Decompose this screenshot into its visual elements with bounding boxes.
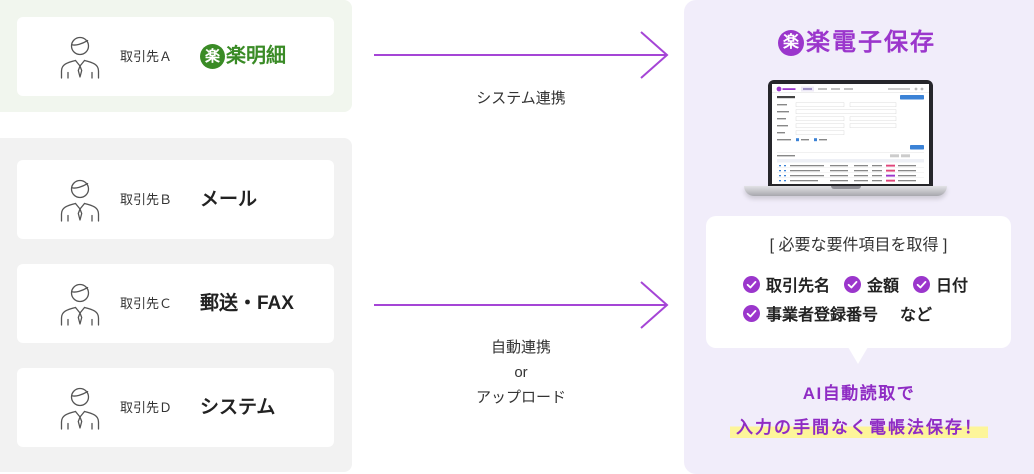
tagline-highlighted-text: 入力の手間なく電帳法保存！: [730, 418, 988, 438]
channel-label: システム: [200, 397, 276, 418]
partner-label: 取引先Ａ: [120, 49, 173, 64]
requirement-label: 金額: [867, 278, 900, 295]
screen-search-form: [777, 102, 924, 153]
requirement-label: 取引先名: [766, 278, 831, 295]
flow-label-line: or: [514, 364, 528, 381]
flow-label-line: 自動連携: [490, 339, 551, 356]
requirements-card: [ 必要な要件項目を取得 ] 取引先名 金額 日付 事業者登録番号 など: [706, 216, 1011, 348]
screen-title-bar: [777, 95, 924, 100]
channel-label: 郵送・FAX: [200, 293, 294, 314]
tagline-line-2: 入力の手間なく電帳法保存！: [684, 416, 1034, 440]
screen-table: [777, 154, 924, 182]
rakuraku-meisai-logo-text: 楽明細: [226, 45, 286, 67]
requirement-label: 日付: [936, 278, 969, 295]
rakuraku-denshi-hozon-logo-mark: 楽: [778, 30, 804, 56]
rakuraku-meisai-logo-mark: 楽: [200, 44, 225, 69]
rakuraku-denshi-hozon-logo-text: 楽電子保存: [806, 29, 936, 56]
flow-label-line: アップロード: [475, 389, 566, 406]
partner-card-a: 取引先Ａ 楽 楽明細: [17, 17, 334, 96]
speech-bubble-tail: [848, 347, 868, 364]
partner-card-d: 取引先Ｄ システム: [17, 368, 334, 447]
person-icon: [60, 386, 100, 430]
requirements-row: 取引先名 金額 日付: [743, 272, 982, 296]
requirement-item: 金額: [844, 272, 899, 296]
screen-ui-mockup: [772, 84, 929, 184]
laptop-screen: [772, 84, 929, 184]
partner-label: 取引先Ｂ: [120, 192, 173, 207]
arrow-right-icon: [374, 31, 669, 79]
channel-label: メール: [200, 189, 258, 210]
requirements-etc: など: [900, 307, 933, 324]
requirements-heading: [ 必要な要件項目を取得 ]: [769, 237, 948, 254]
requirement-label: 事業者登録番号: [766, 307, 879, 324]
check-circle-icon: [743, 305, 760, 322]
tagline-line-1: AI自動読取で: [802, 384, 916, 403]
requirements-row: 事業者登録番号 など: [743, 301, 932, 325]
check-circle-icon: [913, 276, 930, 293]
laptop-base: [744, 186, 947, 196]
check-circle-icon: [743, 276, 760, 293]
requirement-item: 事業者登録番号: [743, 301, 878, 325]
requirement-item: 取引先名: [743, 272, 830, 296]
flow-label-system: システム連携: [430, 86, 612, 111]
partner-label: 取引先Ｃ: [120, 296, 173, 311]
flow-label-line: システム連携: [476, 90, 566, 107]
flow-label-upload: 自動連携 or アップロード: [430, 335, 612, 410]
check-circle-icon: [844, 276, 861, 293]
arrow-right-icon: [374, 281, 669, 329]
requirement-item: 日付: [913, 272, 968, 296]
laptop-notch: [831, 186, 861, 189]
screen-header: [772, 86, 929, 93]
person-icon: [60, 282, 100, 326]
partner-card-c: 取引先Ｃ 郵送・FAX: [17, 264, 334, 343]
partner-card-b: 取引先Ｂ メール: [17, 160, 334, 239]
partner-label: 取引先Ｄ: [120, 400, 173, 415]
person-icon: [60, 178, 100, 222]
person-icon: [60, 35, 100, 79]
